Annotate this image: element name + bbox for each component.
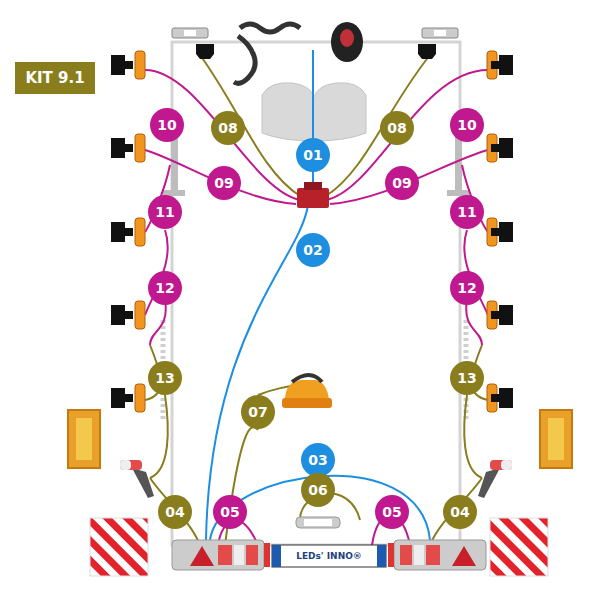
callout-number: 11: [457, 204, 476, 220]
callout-circle: 12: [148, 271, 182, 305]
callout-number: 13: [457, 370, 476, 386]
callout-circle: 08: [211, 111, 245, 145]
callout-number: 06: [308, 482, 327, 498]
callout-circle: 09: [385, 166, 419, 200]
callout-number: 13: [155, 370, 174, 386]
callout-number: 12: [457, 280, 476, 296]
callout-circle: 09: [207, 166, 241, 200]
callout-number: 09: [214, 175, 233, 191]
callout-circle: 08: [380, 111, 414, 145]
callout-number: 05: [382, 504, 401, 520]
callout-circle: 01: [296, 138, 330, 172]
callout-number: 10: [157, 117, 176, 133]
callout-circle: 04: [158, 495, 192, 529]
callout-circle: 04: [443, 495, 477, 529]
callout-number: 10: [457, 117, 476, 133]
kit-title: KIT 9.1: [25, 69, 84, 87]
callout-circle: 13: [148, 361, 182, 395]
callout-number: 08: [387, 120, 406, 136]
callout-circle: 03: [301, 443, 335, 477]
callout-number: 12: [155, 280, 174, 296]
callout-number: 07: [248, 404, 267, 420]
callout-number: 04: [450, 504, 469, 520]
callout-circle: 06: [301, 473, 335, 507]
callout-circle: 13: [450, 361, 484, 395]
callout-circle: 11: [148, 195, 182, 229]
callout-number: 04: [165, 504, 184, 520]
callout-number: 01: [303, 147, 322, 163]
callout-circle: 02: [296, 233, 330, 267]
callout-number: 09: [392, 175, 411, 191]
callout-circle: 12: [450, 271, 484, 305]
callout-circle: 05: [213, 495, 247, 529]
brand-label: LEDs' INNO®: [296, 551, 362, 561]
callout-circle: 10: [450, 108, 484, 142]
callout-circle: 10: [150, 108, 184, 142]
callout-circle: 07: [241, 395, 275, 429]
callout-circle: 05: [375, 495, 409, 529]
callout-number: 05: [220, 504, 239, 520]
callout-number: 02: [303, 242, 322, 258]
callout-number: 08: [218, 120, 237, 136]
kit-label-box: KIT 9.1: [15, 62, 95, 94]
callout-circle: 11: [450, 195, 484, 229]
callout-number: 11: [155, 204, 174, 220]
callout-number: 03: [308, 452, 327, 468]
